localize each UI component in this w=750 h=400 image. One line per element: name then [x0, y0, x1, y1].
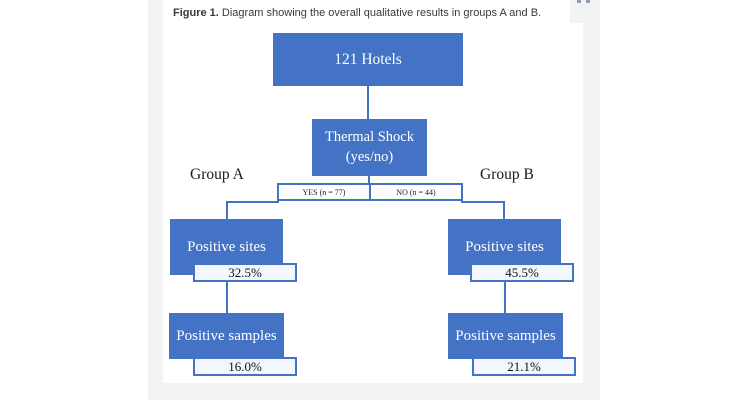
- connector-line: [226, 201, 228, 219]
- split-yes-label: YES (n = 77): [302, 187, 346, 197]
- group-a-label: Group A: [190, 166, 244, 183]
- split-strip: YES (n = 77) NO (n = 44): [277, 183, 463, 201]
- value-group-a-sites-percent: 32.5%: [193, 263, 297, 282]
- node-thermal-shock-line1: Thermal Shock: [325, 128, 414, 145]
- cropped-toolbar-icon[interactable]: [586, 0, 590, 3]
- node-group-b-positive-samples: Positive samples: [448, 313, 563, 359]
- value-group-a-samples-percent: 16.0%: [193, 357, 297, 376]
- value-label: 32.5%: [228, 264, 262, 280]
- node-thermal-shock: Thermal Shock (yes/no): [312, 119, 427, 176]
- node-thermal-shock-line2: (yes/no): [345, 148, 394, 165]
- backdrop-corner: [570, 0, 600, 23]
- figure-caption: Figure 1. Diagram showing the overall qu…: [173, 6, 573, 21]
- split-no-cell: NO (n = 44): [369, 185, 461, 199]
- cropped-toolbar-icon[interactable]: [577, 0, 581, 3]
- value-label: 45.5%: [505, 264, 539, 280]
- figure-caption-label: Figure 1.: [173, 7, 219, 19]
- value-label: 21.1%: [507, 358, 541, 374]
- node-group-a-positive-samples: Positive samples: [169, 313, 284, 359]
- connector-line: [367, 86, 369, 120]
- connector-line: [226, 201, 279, 203]
- value-group-b-sites-percent: 45.5%: [470, 263, 574, 282]
- node-label: Positive sites: [465, 238, 544, 255]
- node-hotels: 121 Hotels: [273, 33, 463, 86]
- connector-line: [226, 270, 228, 314]
- node-label: Positive sites: [187, 238, 266, 255]
- connector-line: [368, 176, 370, 184]
- figure-caption-text: Diagram showing the overall qualitative …: [221, 7, 542, 19]
- node-hotels-label: 121 Hotels: [334, 50, 402, 68]
- node-label: Positive samples: [176, 327, 277, 344]
- group-b-label: Group B: [480, 166, 534, 183]
- connector-line: [504, 270, 506, 314]
- node-label: Positive samples: [455, 327, 556, 344]
- value-group-b-samples-percent: 21.1%: [472, 357, 576, 376]
- connector-line: [503, 201, 505, 219]
- connector-line: [461, 201, 505, 203]
- split-no-label: NO (n = 44): [396, 187, 436, 197]
- value-label: 16.0%: [228, 358, 262, 374]
- split-yes-cell: YES (n = 77): [279, 185, 369, 199]
